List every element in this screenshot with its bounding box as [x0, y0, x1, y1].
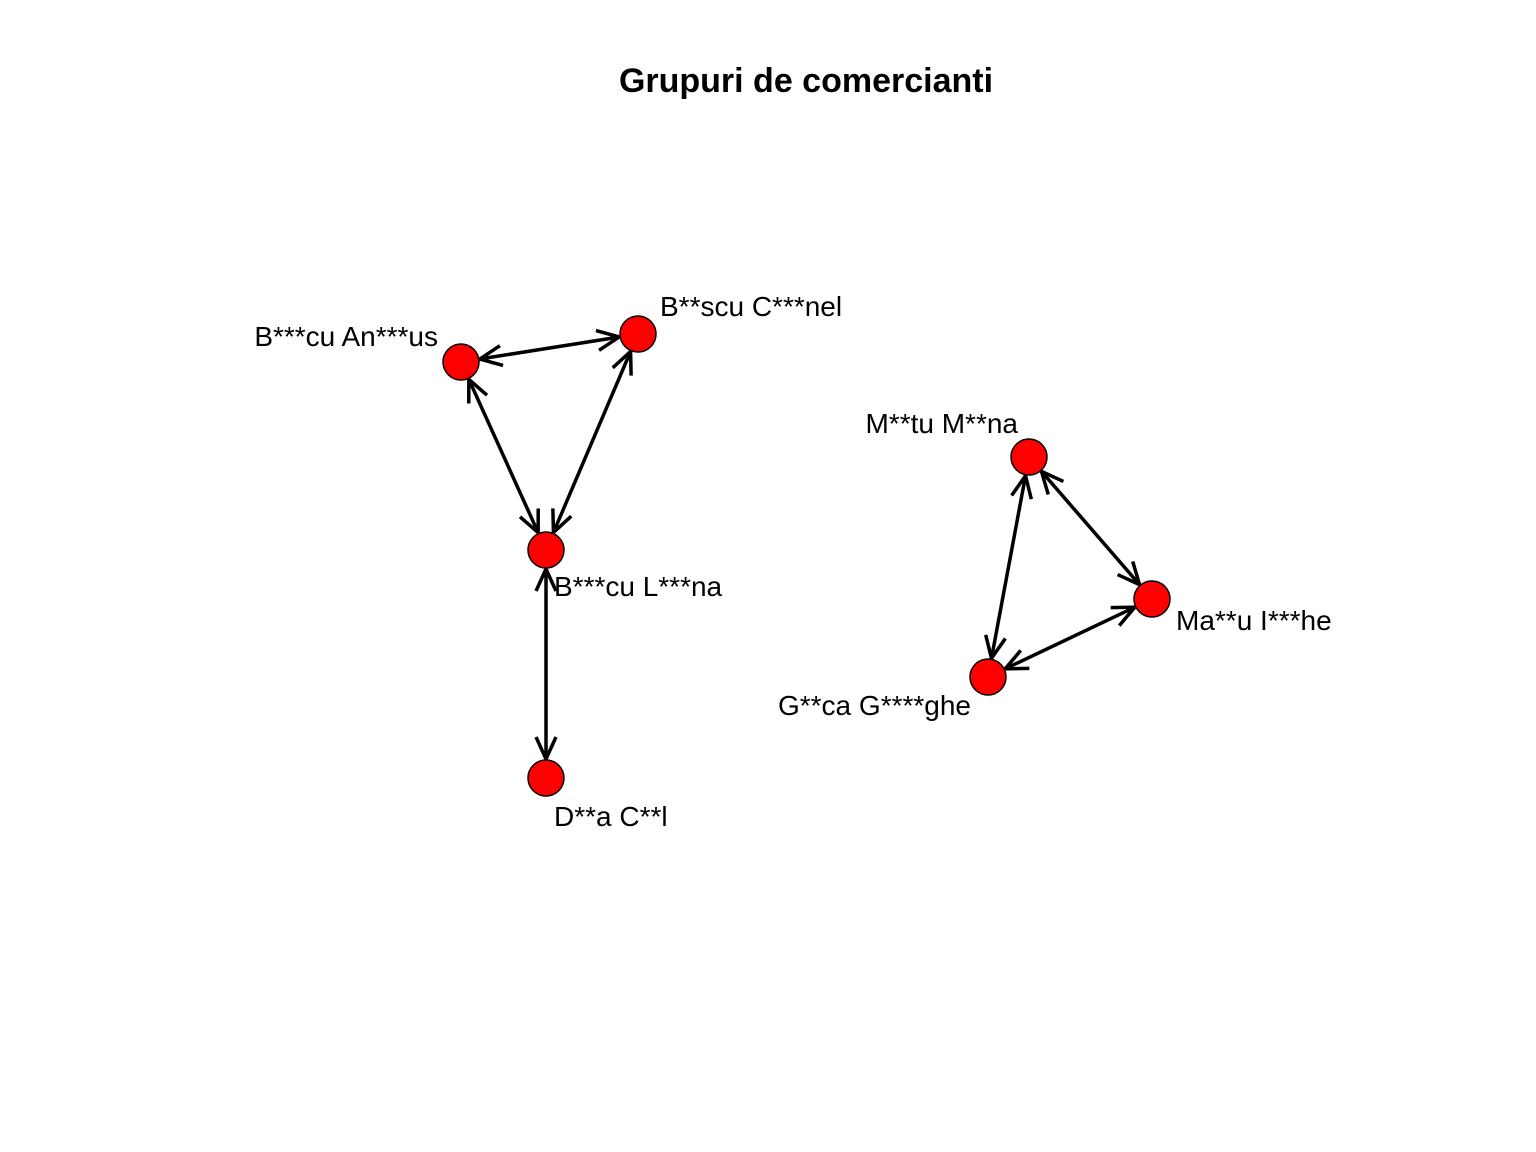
edge-n2-n3: [551, 347, 633, 537]
edge-n1-n2: [475, 328, 624, 368]
edge-n5-n7: [983, 471, 1034, 663]
edge-line: [479, 335, 620, 361]
nodes-layer: [442, 315, 1171, 797]
arrowhead: [595, 328, 624, 352]
node-n6: [1133, 580, 1171, 618]
edge-n6-n7: [1001, 605, 1139, 671]
edge-line: [989, 475, 1028, 659]
edge-line: [551, 350, 633, 534]
node-label-n2: B**scu C***nel: [660, 291, 842, 322]
node-label-n1: B***cu An***us: [254, 321, 438, 352]
arrowhead: [1010, 471, 1034, 500]
arrowhead: [1110, 605, 1139, 627]
arrowhead: [983, 634, 1007, 663]
edge-n5-n6: [1038, 468, 1143, 588]
edge-n1-n3: [467, 375, 540, 537]
node-n5: [1010, 438, 1048, 476]
arrowhead: [1038, 468, 1065, 496]
node-n1: [442, 343, 480, 381]
node-n2: [619, 315, 657, 353]
edges-layer: [467, 328, 1143, 764]
node-n7: [969, 658, 1007, 696]
edge-line: [467, 378, 540, 534]
arrowhead: [611, 347, 633, 376]
edge-line: [1004, 605, 1136, 671]
arrowhead: [467, 375, 489, 404]
diagram-title: Grupuri de comercianti: [619, 62, 993, 100]
arrowhead: [534, 736, 558, 764]
node-label-n6: Ma**u I***he: [1176, 605, 1332, 636]
arrowhead: [518, 508, 540, 537]
arrowhead: [534, 564, 558, 592]
node-n4: [527, 759, 565, 797]
arrowhead: [1001, 649, 1030, 671]
edge-line: [1040, 470, 1141, 586]
node-label-n7: G**ca G****ghe: [778, 690, 971, 721]
arrowhead: [551, 508, 573, 537]
node-label-n5: M**tu M**na: [865, 408, 1018, 439]
edge-n3-n4: [534, 564, 558, 764]
arrowhead: [1116, 560, 1143, 588]
node-n3: [527, 531, 565, 569]
node-label-n3: B***cu L***na: [554, 571, 723, 602]
node-label-n4: D**a C**l: [554, 801, 668, 832]
arrowhead: [475, 344, 504, 368]
